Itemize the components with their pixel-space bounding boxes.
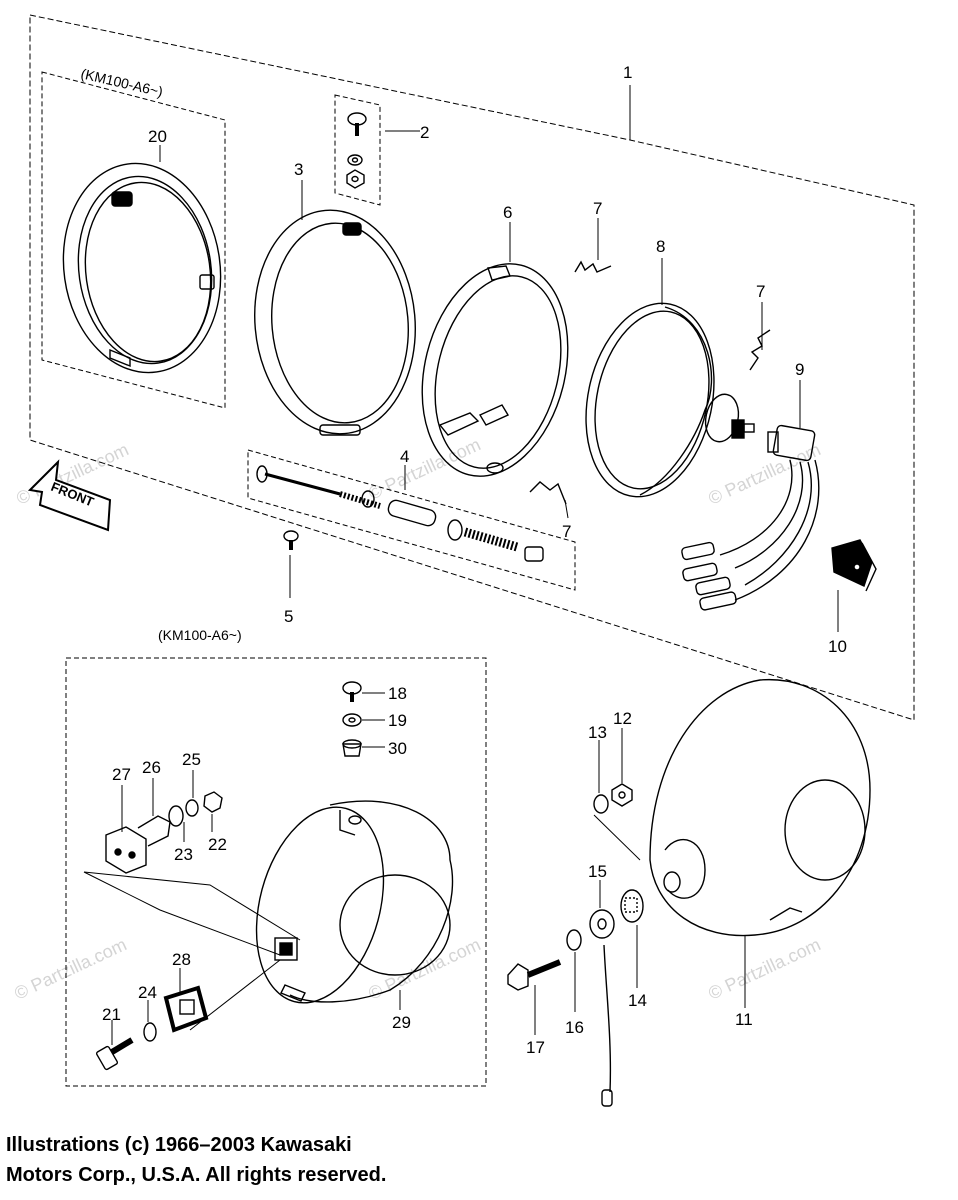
socket-harness-9 [681, 424, 820, 611]
housing-11 [649, 678, 871, 937]
copyright-line-1: Illustrations (c) 1966–2003 Kawasaki [6, 1134, 352, 1156]
hardware-box-2 [334, 94, 381, 206]
watermark: © Partzilla.com [11, 934, 129, 1003]
callout: 7 [593, 199, 602, 218]
callout: 25 [182, 750, 201, 769]
callout: 7 [756, 282, 765, 301]
callout: 9 [795, 360, 804, 379]
assembly-outline [29, 14, 915, 721]
watermark: © Partzilla.com [365, 434, 483, 503]
callout: 14 [628, 991, 647, 1010]
callout: 11 [735, 1010, 753, 1029]
callout: 21 [102, 1005, 121, 1024]
front-arrow [27, 459, 112, 532]
callout: 2 [420, 123, 429, 142]
bolt-18-19-30 [342, 681, 362, 757]
variant-label: (KM100-A6~) [79, 65, 164, 99]
adjuster-bolt-4 [256, 465, 544, 562]
mounting-ring-6 [421, 263, 569, 477]
callout: 29 [392, 1013, 411, 1032]
watermark: © Partzilla.com [705, 934, 823, 1003]
sealed-beam-8 [585, 302, 755, 498]
adjuster-box-4 [247, 449, 576, 591]
callouts: 1 2 3 4 5 6 7 7 7 8 9 10 11 12 13 14 15 … [102, 63, 847, 1057]
variant-box-20 [41, 71, 226, 409]
callout: 27 [112, 765, 131, 784]
rim-20 [62, 162, 222, 374]
copyright-line-2: Motors Corp., U.S.A. All rights reserved… [6, 1164, 387, 1186]
housing-29 [255, 800, 454, 1004]
callout: 17 [526, 1038, 545, 1057]
bracket-14-17 [507, 889, 644, 1107]
callout: 3 [294, 160, 303, 179]
callout: 30 [388, 739, 407, 758]
screw-2 [346, 112, 367, 189]
callout: 7 [562, 522, 571, 541]
callout: 1 [623, 63, 632, 82]
callout: 20 [148, 127, 167, 146]
callout: 19 [388, 711, 407, 730]
callout: 28 [172, 950, 191, 969]
callout: 23 [174, 845, 193, 864]
watermarks: © Partzilla.com © Partzilla.com © Partzi… [11, 434, 823, 1003]
variant-box-lower [65, 657, 487, 1087]
screw-5 [283, 530, 299, 550]
callout: 4 [400, 447, 409, 466]
watermark: © Partzilla.com [705, 439, 823, 508]
callout: 12 [613, 709, 632, 728]
callout: 5 [284, 607, 293, 626]
callout: 22 [208, 835, 227, 854]
callout: 13 [588, 723, 607, 742]
copyright-notice: Illustrations (c) 1966–2003 Kawasaki Mot… [6, 1130, 906, 1190]
rim-3 [254, 209, 416, 436]
callout: 18 [388, 684, 407, 703]
callout: 8 [656, 237, 665, 256]
nut-washer-12-13 [593, 783, 641, 861]
callout: 10 [828, 637, 847, 656]
grommet-10 [831, 539, 877, 592]
spring-clip-7 [529, 260, 771, 505]
callout: 15 [588, 862, 607, 881]
variant-label: (KM100-A6~) [158, 627, 242, 643]
callout: 26 [142, 758, 161, 777]
callout: 24 [138, 983, 157, 1002]
adjuster-27-22 [105, 791, 223, 874]
callout: 6 [503, 203, 512, 222]
callout: 16 [565, 1018, 584, 1037]
